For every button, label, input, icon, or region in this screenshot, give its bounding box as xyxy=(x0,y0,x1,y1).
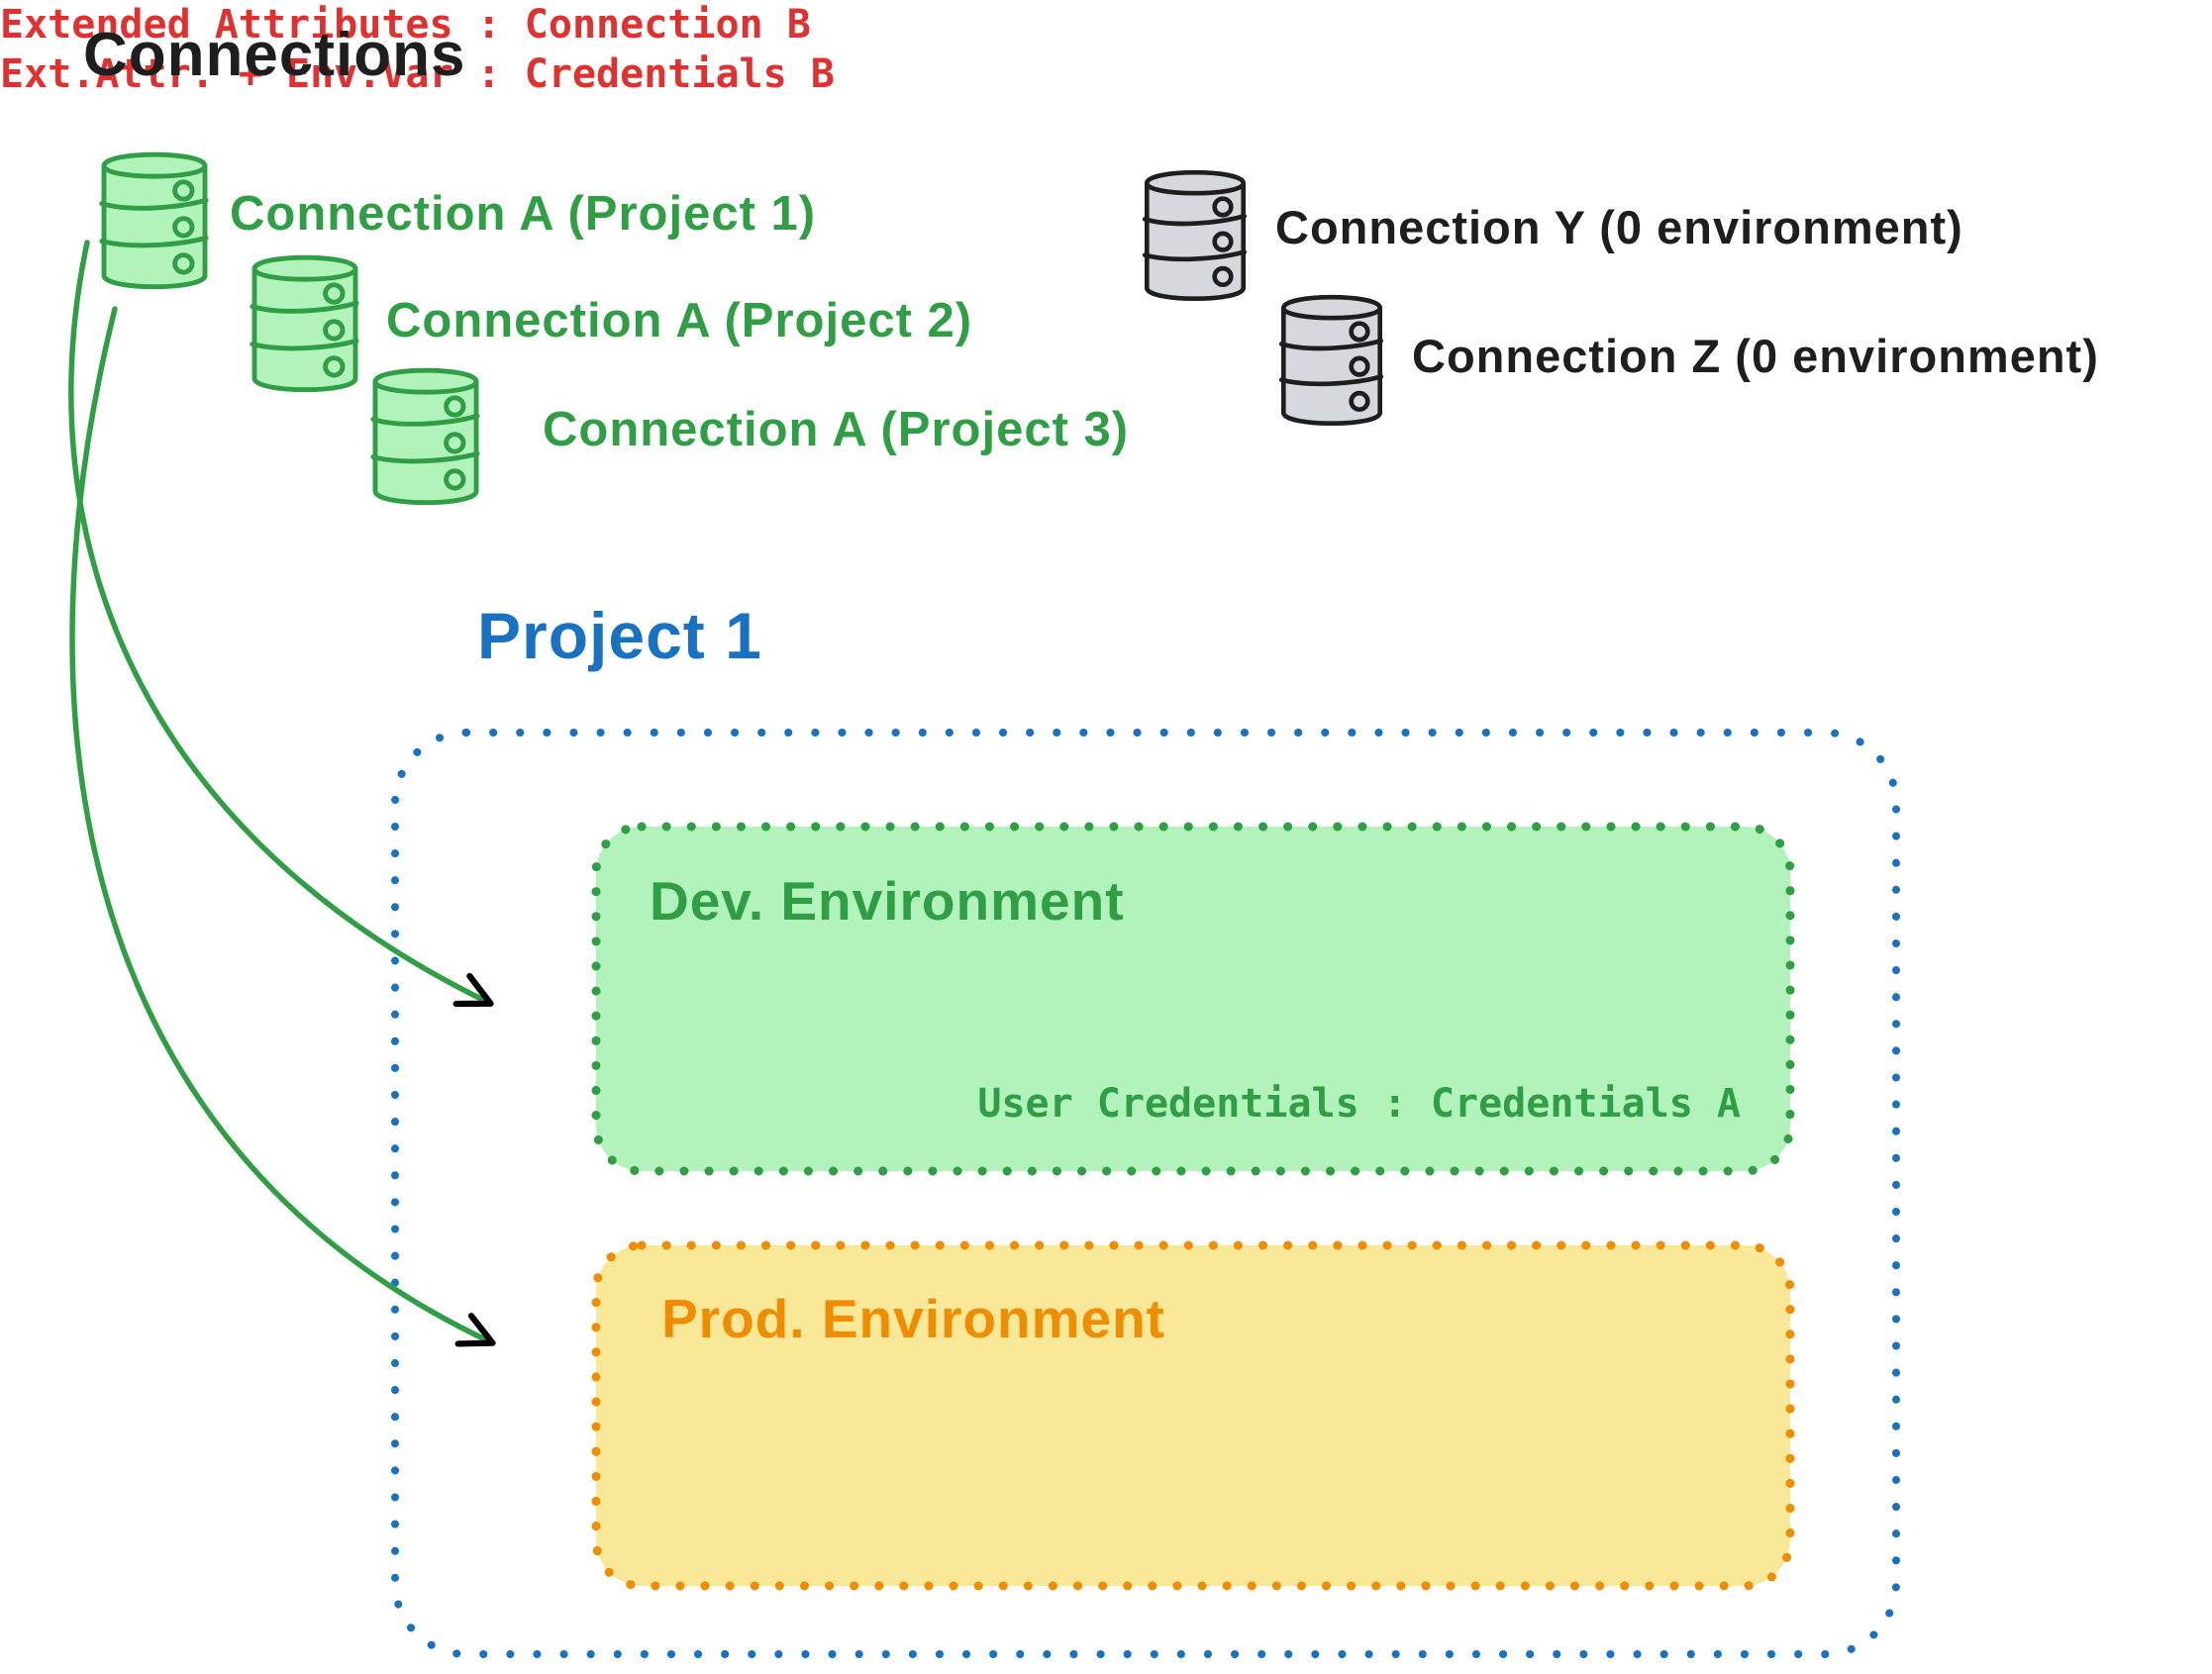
prod-mapping-line-1: Extended Attributes : Connection B xyxy=(0,2,811,48)
label-connection-a-project-3: Connection A (Project 3) xyxy=(543,403,1130,456)
prod-environment-title: Prod. Environment xyxy=(661,1288,1165,1349)
database-icon-connection-a-project-1 xyxy=(102,154,206,287)
database-icon-connection-a-project-2 xyxy=(252,257,356,390)
label-connection-z: Connection Z (0 environment) xyxy=(1412,330,2099,382)
label-connection-y: Connection Y (0 environment) xyxy=(1275,201,1963,253)
dev-credentials-mapping: User Credentials : Credentials A xyxy=(977,1081,1741,1127)
prod-credentials-mappings: Extended Attributes : Connection B Ext.A… xyxy=(0,0,2212,99)
database-icon-connection-y xyxy=(1145,172,1245,298)
prod-environment-box xyxy=(591,1240,1795,1591)
database-icon-connection-z xyxy=(1281,297,1381,423)
page-title: Connections xyxy=(83,21,466,89)
dev-environment-box xyxy=(591,822,1795,1176)
project-1-title: Project 1 xyxy=(477,599,762,672)
arrow-connection-a-to-prod xyxy=(69,306,496,1347)
arrow-connection-a-to-dev xyxy=(68,240,494,1008)
database-icon-connection-a-project-3 xyxy=(373,370,477,503)
label-connection-a-project-1: Connection A (Project 1) xyxy=(230,187,817,241)
label-connection-a-project-2: Connection A (Project 2) xyxy=(386,294,973,347)
dev-environment-title: Dev. Environment xyxy=(650,870,1125,932)
prod-mapping-line-2: Ext.Attr. + Env.Var : Credentials B xyxy=(0,51,835,97)
